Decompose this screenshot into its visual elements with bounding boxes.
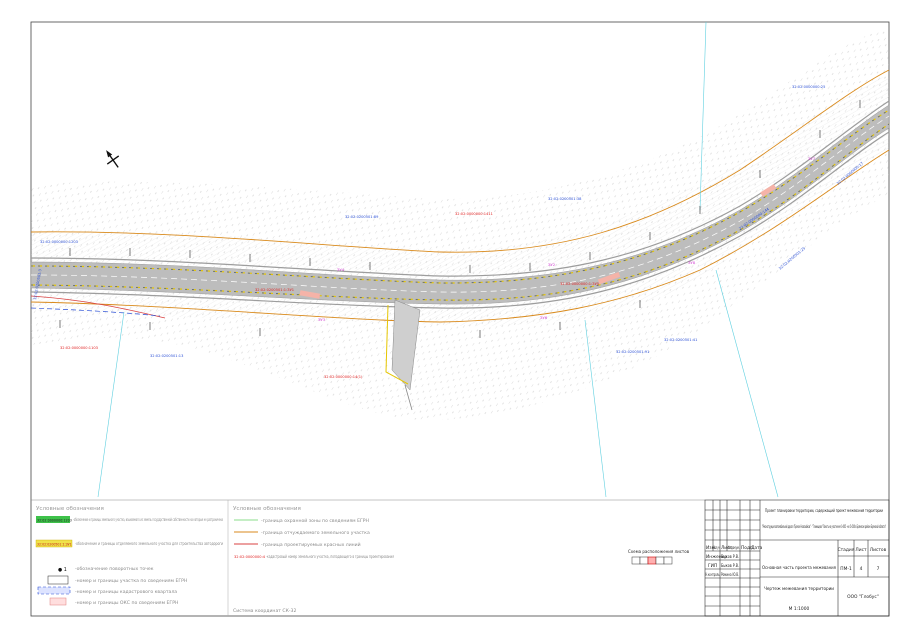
allotment-south-blue [30,123,890,301]
cad-label: 32:02:0000000:1203 [40,240,78,244]
side-road-allotment [385,304,409,385]
sheets-value: 7 [877,566,880,572]
col-header: Дата [751,545,763,551]
col-header: Подп. [741,545,754,551]
legend-left-title: Условные обозначения [36,506,104,512]
road-body [30,104,890,305]
cad-label: 32:02:0000000:14(1) [324,375,363,379]
sheet-layout-scheme: Схема расположения листов [628,549,690,565]
legend-text: -граница охранной зоны по сведениям ЕГРН [261,517,369,524]
legend-text: -обозначение и границы земельного участк… [73,516,223,523]
object-title: "Реконструкция автомобильной дороги "Бря… [762,523,886,530]
legend-text: -номер и границы ОКС по сведениям ЕГРН [75,600,178,606]
legend-text: -обозначение поворотных точек [75,566,154,572]
station-marks [59,100,861,338]
scheme-label: Схема расположения листов [628,549,690,554]
sheet-header: Лист [855,547,867,553]
project-title: Проект планировки территории, содержащий… [765,507,883,514]
side-road-trail [404,384,413,411]
cad-label: 32:02:0200501:3 [33,269,42,300]
legend-swatch [37,586,71,595]
leader-line [584,319,607,498]
zone-label: ЗУ3 [318,317,326,322]
person-role: ГИП [708,563,717,569]
cad-label: 32:02:0200501:41 [664,338,697,342]
road-centerline [30,115,890,293]
legend-text: -граница отчуждаемого земельного участка [261,531,370,536]
legend-swatch [47,575,69,585]
col-header: Лист [721,545,733,551]
legend-sample: 32:02:0000000:1203 [37,519,72,523]
cad-label: 32:02:0000000:1103 [60,346,98,350]
cad-label: 32:02:0200501:91 [616,350,649,354]
cad-label: 32:02:0200501:38 [548,197,582,201]
legend-text: -обозначение и границы отделяемого земел… [75,541,223,547]
zone-label: ЗУ7 [808,156,816,161]
patch [299,290,321,299]
cad-label: 32:02:0200501:1:ЗУ1 [255,288,294,292]
title-block [704,499,890,617]
legend-swatch [49,597,67,606]
col-header: № докум. [728,545,740,551]
road-edge-s [30,131,890,309]
col-header: Изм. [706,545,716,551]
row-boundary-south [30,149,890,323]
cad-label: 32:02:0200501:89 [345,215,379,219]
legend-sample: 32:02:0000000:4 [234,555,266,559]
person-role: Н.контроль [706,572,720,578]
patch [760,184,777,197]
person-name: Ромина Ю.В. [721,572,739,578]
stage-value: ПМ-1 [840,566,852,572]
side-road [391,299,421,391]
zone-labels: ЗУ4 ЗУ3 ЗУ2 ЗУ6 ЗУ7 ЗУ8 [318,156,816,322]
stage-header: Стадия [838,547,855,553]
legend-text: -номер и границы участка по сведениям ЕГ… [75,578,187,584]
legend-text: -граница проектируемых красных линий [261,541,361,548]
road-edge-n [30,100,890,277]
legend-panel: Условные обозначения 32:02:0000000:1203 … [31,499,705,616]
cad-label: 32:02:0000000:25 [792,85,825,89]
section-title: Основная часть проекта межевания [762,565,836,571]
zone-label: ЗУ4 [337,267,345,272]
leader-line [715,269,779,498]
legend-swatch [35,539,73,548]
north-arrow-icon [106,150,120,168]
allotment-north-blue [30,109,890,284]
sheets-header: Листов [870,547,887,553]
zone-label: ЗУ6 [540,315,548,320]
terrain-area [31,28,889,420]
sheet-title: Чертеж межевания территории [764,586,834,592]
person-name: Быков Р.В. [721,554,739,560]
legend-sample: ● 1 [58,567,67,573]
cad-label: 32:02:0000000:1411 [455,212,493,216]
scale: М 1:1000 [789,606,810,612]
sheet-value: 4 [860,566,863,572]
col-header: Кол.уч [714,545,720,551]
title-block-text: Проект планировки территории, содержащий… [706,507,887,612]
legend-sample: 32:02:0200501:1:ЗУ1 [37,543,72,547]
cad-label: 32:02:0200501:13 [150,354,183,358]
blue-dash [30,307,161,317]
person-name: Быков Р.В. [721,563,739,569]
row-boundary-north [30,69,890,253]
current-sheet-cell [647,556,657,565]
leader-line [699,21,707,211]
legend-swatch [36,516,70,523]
patch [597,272,621,285]
legend-text: -кадастровый номер земельного участка, п… [266,553,394,560]
legend-right-title: Условные обозначения [233,506,301,512]
coord-system: Система координат СК-32 [233,608,296,614]
cad-label: 32:02:0000000:1:ЗУ5 [560,282,599,286]
zone-label: ЗУ2 [548,262,556,267]
company-name: ООО "Глобус" [847,593,879,600]
person-role: Инженер [706,554,727,560]
leader-line [97,311,125,498]
zone-label: ЗУ8 [688,260,696,265]
legend-text: -номер и границы кадастрового квартала [75,590,177,595]
